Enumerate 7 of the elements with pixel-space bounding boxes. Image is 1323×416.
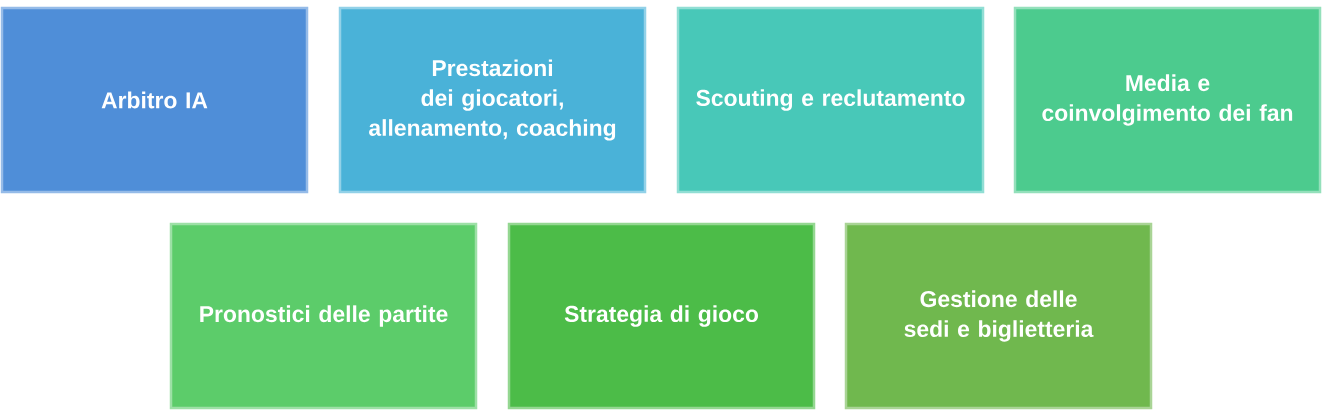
category-box: Gestione delle sedi e biglietteria xyxy=(844,222,1153,410)
category-box: Arbitro IA xyxy=(0,6,309,194)
category-box: Scouting e reclutamento xyxy=(676,6,985,194)
category-box: Pronostici delle partite xyxy=(169,222,478,410)
category-box: Media e coinvolgimento dei fan xyxy=(1013,6,1322,194)
category-box: Strategia di gioco xyxy=(507,222,816,410)
category-box: Prestazioni dei giocatori, allenamento, coaching xyxy=(338,6,647,194)
